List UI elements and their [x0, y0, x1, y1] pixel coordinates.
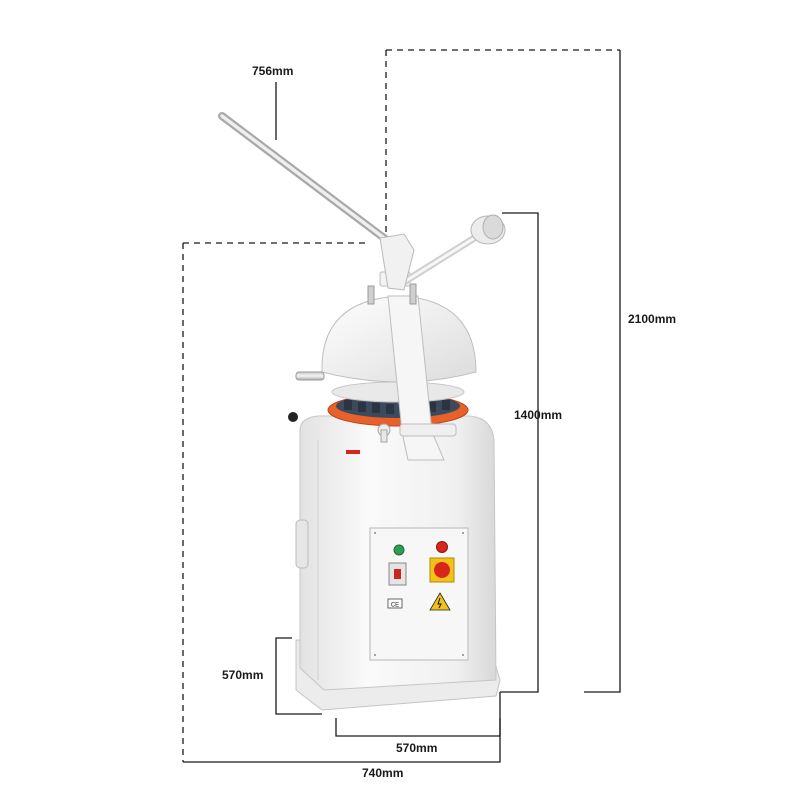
control-panel — [369, 527, 469, 661]
high-voltage-warning-icon — [429, 592, 451, 611]
dimension-label-base-depth: 570mm — [222, 668, 264, 682]
side-handle — [295, 519, 309, 569]
dim-line-body-height — [500, 212, 539, 693]
dim-line-base-depth — [275, 637, 322, 715]
dough-divider-rounder-machine: CE — [218, 112, 506, 711]
black-knob — [288, 412, 298, 422]
dimension-label-base-width: 570mm — [396, 741, 438, 755]
stop-button — [436, 541, 448, 553]
dim-line-base-width — [335, 718, 501, 737]
long-handle-mount — [379, 233, 415, 291]
dimension-label-handle-reach: 756mm — [252, 64, 294, 78]
dimension-label-total-height: 2100mm — [628, 312, 677, 326]
dimension-lines — [182, 49, 621, 763]
start-button — [393, 544, 405, 556]
pressure-lever-grip — [470, 214, 506, 245]
ce-mark — [387, 598, 403, 609]
dim-line-total-height-right — [584, 50, 621, 693]
dimension-label-total-width: 740mm — [362, 766, 404, 780]
brand-strip — [346, 450, 360, 454]
main-switch-knob — [434, 562, 450, 578]
dimension-label-body-height: 1400mm — [514, 408, 563, 422]
dome-side-rod — [295, 371, 325, 381]
dim-line-total-width-bottom — [183, 692, 501, 763]
ce-mark-text: CE — [391, 603, 399, 609]
